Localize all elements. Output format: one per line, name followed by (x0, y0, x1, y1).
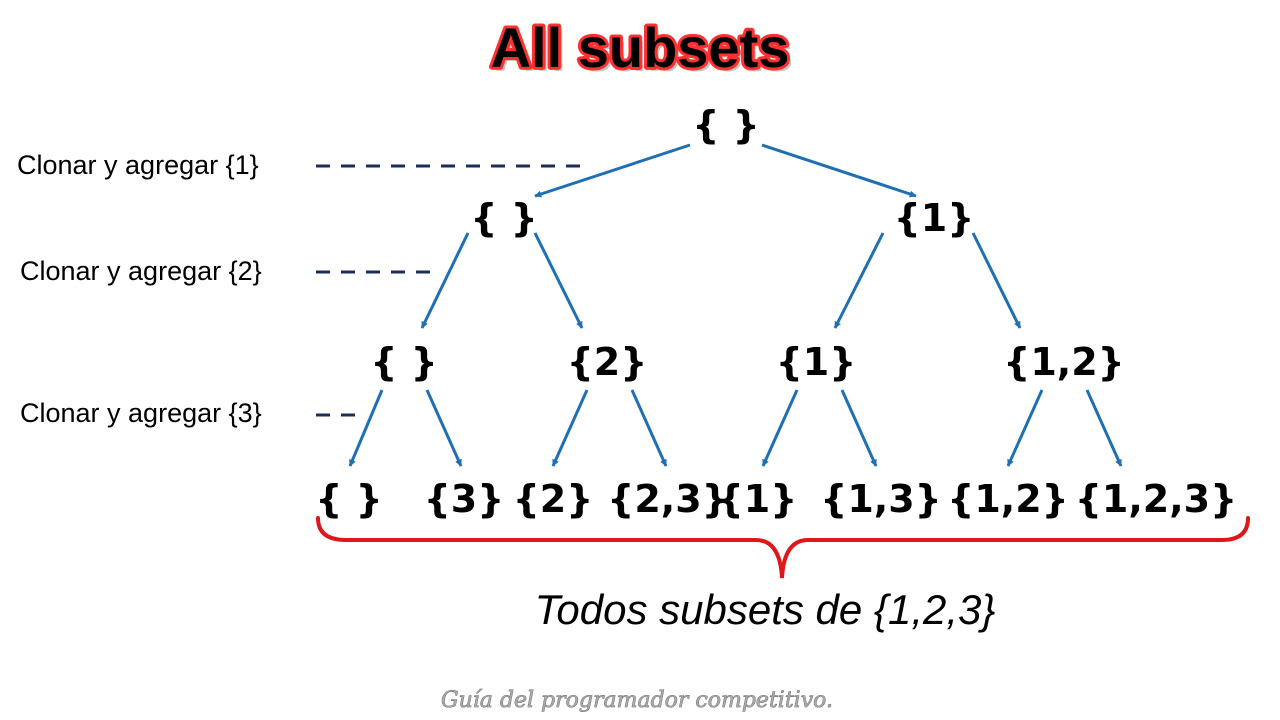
caption: Todos subsets de {1,2,3} (535, 586, 996, 633)
edge-12-to-12 (1006, 389, 1044, 467)
node-l2-1: {1} (776, 340, 857, 384)
node-l2-empty: { } (370, 340, 437, 384)
node-l3-2: {2} (513, 477, 594, 521)
node-l3-23: {2,3} (607, 477, 728, 521)
node-l3-1: {1} (717, 477, 798, 521)
footer-text: Guía del programador competitivo. (441, 688, 833, 713)
edge-root-to-1 (761, 143, 917, 198)
tree-nodes: { } { } {1} { } {2} {1} {1,2} { } {3} {2… (315, 103, 1237, 521)
edge-1-to-1 (833, 232, 885, 329)
edge-empty-to-empty (420, 232, 470, 329)
step-label-1: Clonar y agregar {1} (17, 150, 259, 180)
page-title-shadow: All subsets (495, 20, 794, 83)
grouping-brace (316, 516, 1250, 579)
edge-2-to-2 (551, 389, 589, 467)
node-l2-12: {1,2} (1003, 340, 1124, 384)
node-l1-1: {1} (894, 196, 975, 240)
node-l3-13: {1,3} (820, 477, 941, 521)
edge-root-to-empty (534, 143, 691, 198)
edge-12-to-123 (1085, 389, 1123, 467)
edge-empty-to-2 (533, 232, 584, 329)
edge-2-to-23 (630, 389, 668, 467)
node-l1-empty: { } (470, 196, 537, 240)
page-title: All subsets (491, 16, 790, 79)
node-l3-3: {3} (424, 477, 505, 521)
step-labels: Clonar y agregar {1} Clonar y agregar {2… (17, 150, 585, 428)
edge-empty-to-empty-l3 (348, 389, 384, 467)
node-root: { } (692, 103, 759, 147)
edge-1-to-12 (971, 232, 1022, 329)
tree-edges (348, 143, 1123, 467)
edge-1-to-13 (840, 389, 878, 467)
step-label-2: Clonar y agregar {2} (20, 256, 262, 286)
node-l3-empty: { } (315, 477, 382, 521)
node-l3-12: {1,2} (947, 477, 1068, 521)
edge-1-to-1-l3 (761, 389, 799, 467)
node-l2-2: {2} (567, 340, 648, 384)
edge-empty-to-3 (425, 389, 463, 467)
node-l3-123: {1,2,3} (1075, 477, 1237, 521)
step-label-3: Clonar y agregar {3} (20, 398, 262, 428)
